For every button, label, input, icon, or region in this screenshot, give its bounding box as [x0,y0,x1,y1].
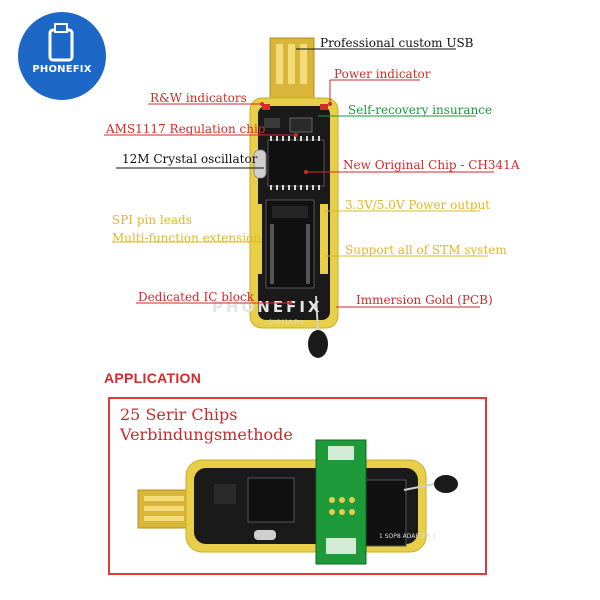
application-line-1: 25 Serir Chips [120,405,238,424]
label-gold-pcb: Immersion Gold (PCB) [356,293,493,307]
label-multi-function: Multi-function extension [112,231,262,245]
application-box: 25 Serir Chips Verbindungsmethode [108,397,487,575]
board-print-text: CH341A Pro [268,319,304,326]
brand-logo-text: PHONEFIX [32,64,92,75]
application-line-2: Verbindungsmethode [120,425,293,444]
label-rw-indicators: R&W indicators [150,91,247,105]
label-stm: Support all of STM system [345,243,507,257]
application-title: APPLICATION [104,370,202,386]
label-ams1117: AMS1117 Regulation chip [106,122,266,136]
label-crystal: 12M Crystal oscillator [122,152,258,166]
label-new-chip: New Original Chip - CH341A [343,158,520,172]
label-power-indicator: Power indicator [334,67,431,81]
label-spi-leads: SPI pin leads [112,213,192,227]
label-self-recovery: Self-recovery insurance [348,103,493,117]
adapter-print-text: 1 SOP8 ADAPTER 1 [379,533,437,540]
label-power-output: 3.3V/5.0V Power output [345,198,491,212]
label-ic-block: Dedicated IC block [138,290,255,304]
label-usb: Professional custom USB [320,36,474,50]
